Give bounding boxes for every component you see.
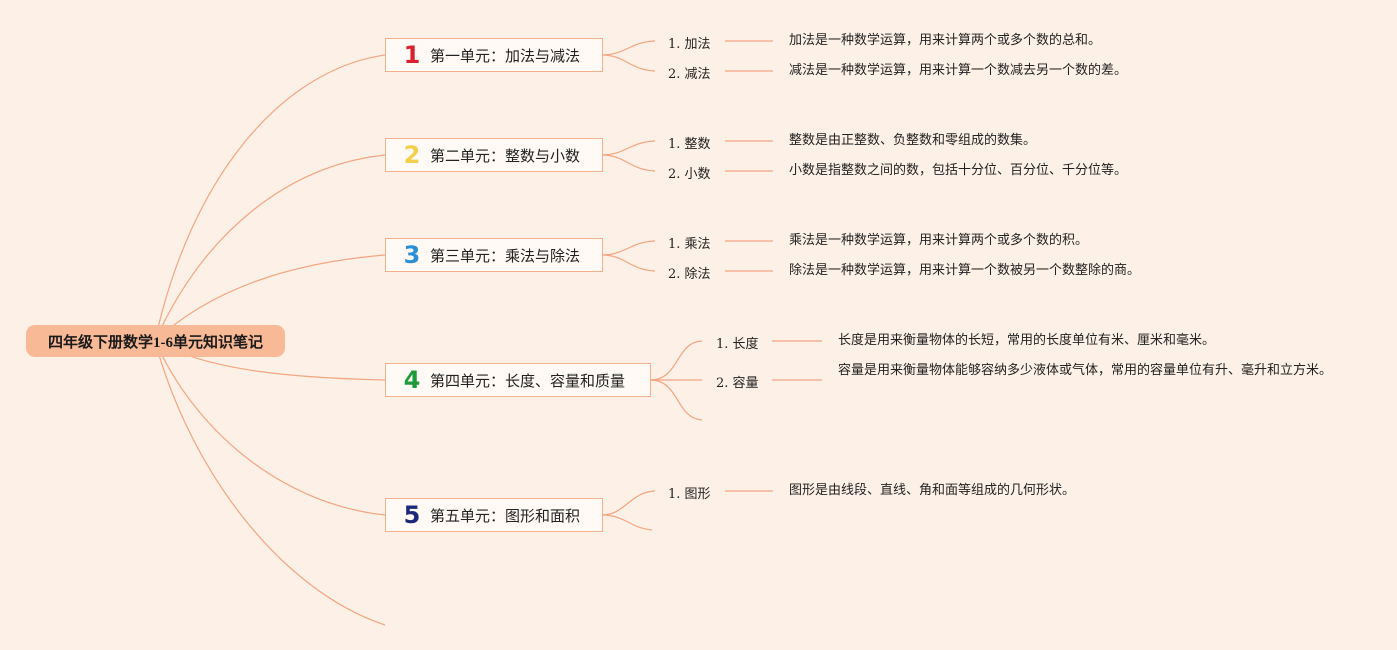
connector-unit-5-topic-1 (601, 490, 656, 516)
desc-length: 长度是用来衡量物体的长短，常用的长度单位有米、厘米和毫米。 (838, 333, 1216, 348)
connector-unit-3-topic-1 (601, 240, 656, 256)
desc-division: 除法是一种数学运算，用来计算一个数被另一个数整除的商。 (789, 263, 1141, 278)
connector-unit-1-topic-1 (601, 40, 656, 56)
desc-decimals: 小数是指整数之间的数，包括十分位、百分位、千分位等。 (789, 163, 1128, 178)
connector-root-unit-3 (154, 254, 386, 342)
number-4-icon: 4 (403, 366, 421, 394)
topic-capacity[interactable]: 2. 容量 (716, 376, 759, 391)
connector-unit-2-topic-1 (601, 140, 656, 156)
topic-shapes[interactable]: 1. 图形 (668, 487, 711, 502)
topic-division[interactable]: 2. 除法 (668, 267, 711, 282)
unit-title: 第二单元：整数与小数 (430, 146, 581, 165)
number-3-icon: 3 (403, 241, 421, 269)
topic-integers[interactable]: 1. 整数 (668, 137, 711, 152)
connector-root-extra (154, 340, 386, 626)
unit-node-1[interactable]: 1 第一单元：加法与减法 (385, 38, 603, 72)
unit-node-4[interactable]: 4 第四单元：长度、容量和质量 (385, 363, 651, 397)
topic-addition[interactable]: 1. 加法 (668, 37, 711, 52)
desc-capacity: 容量是用来衡量物体能够容纳多少液体或气体，常用的容量单位有升、毫升和立方米。 (838, 363, 1333, 378)
connector-unit-4-extra (649, 379, 703, 421)
unit-node-3[interactable]: 3 第三单元：乘法与除法 (385, 238, 603, 272)
unit-node-5[interactable]: 5 第五单元：图形和面积 (385, 498, 603, 532)
desc-addition: 加法是一种数学运算，用来计算两个或多个数的总和。 (789, 33, 1102, 48)
connector-unit-1-topic-2 (601, 54, 656, 72)
connector-unit-4-topic-1 (649, 340, 703, 381)
unit-title: 第三单元：乘法与除法 (430, 246, 581, 265)
unit-title: 第五单元：图形和面积 (430, 506, 581, 525)
connector-root-unit-1 (154, 54, 386, 342)
desc-integers: 整数是由正整数、负整数和零组成的数集。 (789, 133, 1037, 148)
unit-title: 第四单元：长度、容量和质量 (430, 371, 626, 390)
unit-node-2[interactable]: 2 第二单元：整数与小数 (385, 138, 603, 172)
desc-multiplication: 乘法是一种数学运算，用来计算两个或多个数的积。 (789, 233, 1089, 248)
root-node[interactable]: 四年级下册数学1-6单元知识笔记 (26, 325, 285, 357)
topic-multiplication[interactable]: 1. 乘法 (668, 237, 711, 252)
connector-root-unit-2 (154, 154, 386, 342)
connector-unit-5-extra (601, 514, 653, 531)
number-5-icon: 5 (403, 501, 421, 529)
connector-unit-2-topic-2 (601, 154, 656, 172)
topic-length[interactable]: 1. 长度 (716, 337, 759, 352)
number-2-icon: 2 (403, 141, 421, 169)
desc-subtraction: 减法是一种数学运算，用来计算一个数减去另一个数的差。 (789, 63, 1128, 78)
desc-shapes: 图形是由线段、直线、角和面等组成的几何形状。 (789, 483, 1076, 498)
unit-title: 第一单元：加法与减法 (430, 46, 581, 65)
topic-subtraction[interactable]: 2. 减法 (668, 67, 711, 82)
topic-decimals[interactable]: 2. 小数 (668, 167, 711, 182)
number-1-icon: 1 (403, 41, 421, 69)
connector-unit-3-topic-2 (601, 254, 656, 272)
connector-root-unit-5 (154, 340, 386, 516)
